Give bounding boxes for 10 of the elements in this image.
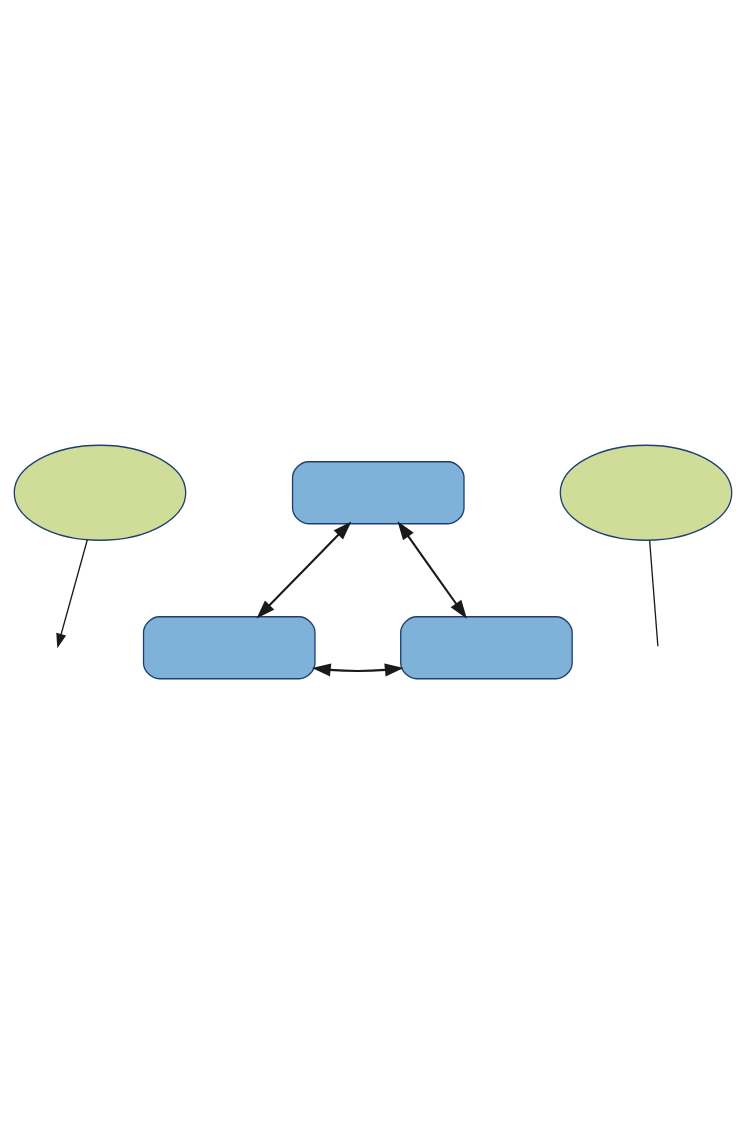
arrow (256, 521, 352, 618)
connector (649, 539, 659, 647)
node-box (142, 615, 316, 679)
arrow (56, 538, 88, 648)
node-ellipse (559, 444, 733, 541)
node-box (291, 460, 465, 524)
node-box (400, 615, 573, 679)
node-ellipse (13, 444, 187, 541)
arrow (397, 520, 467, 619)
arrow (311, 662, 404, 676)
